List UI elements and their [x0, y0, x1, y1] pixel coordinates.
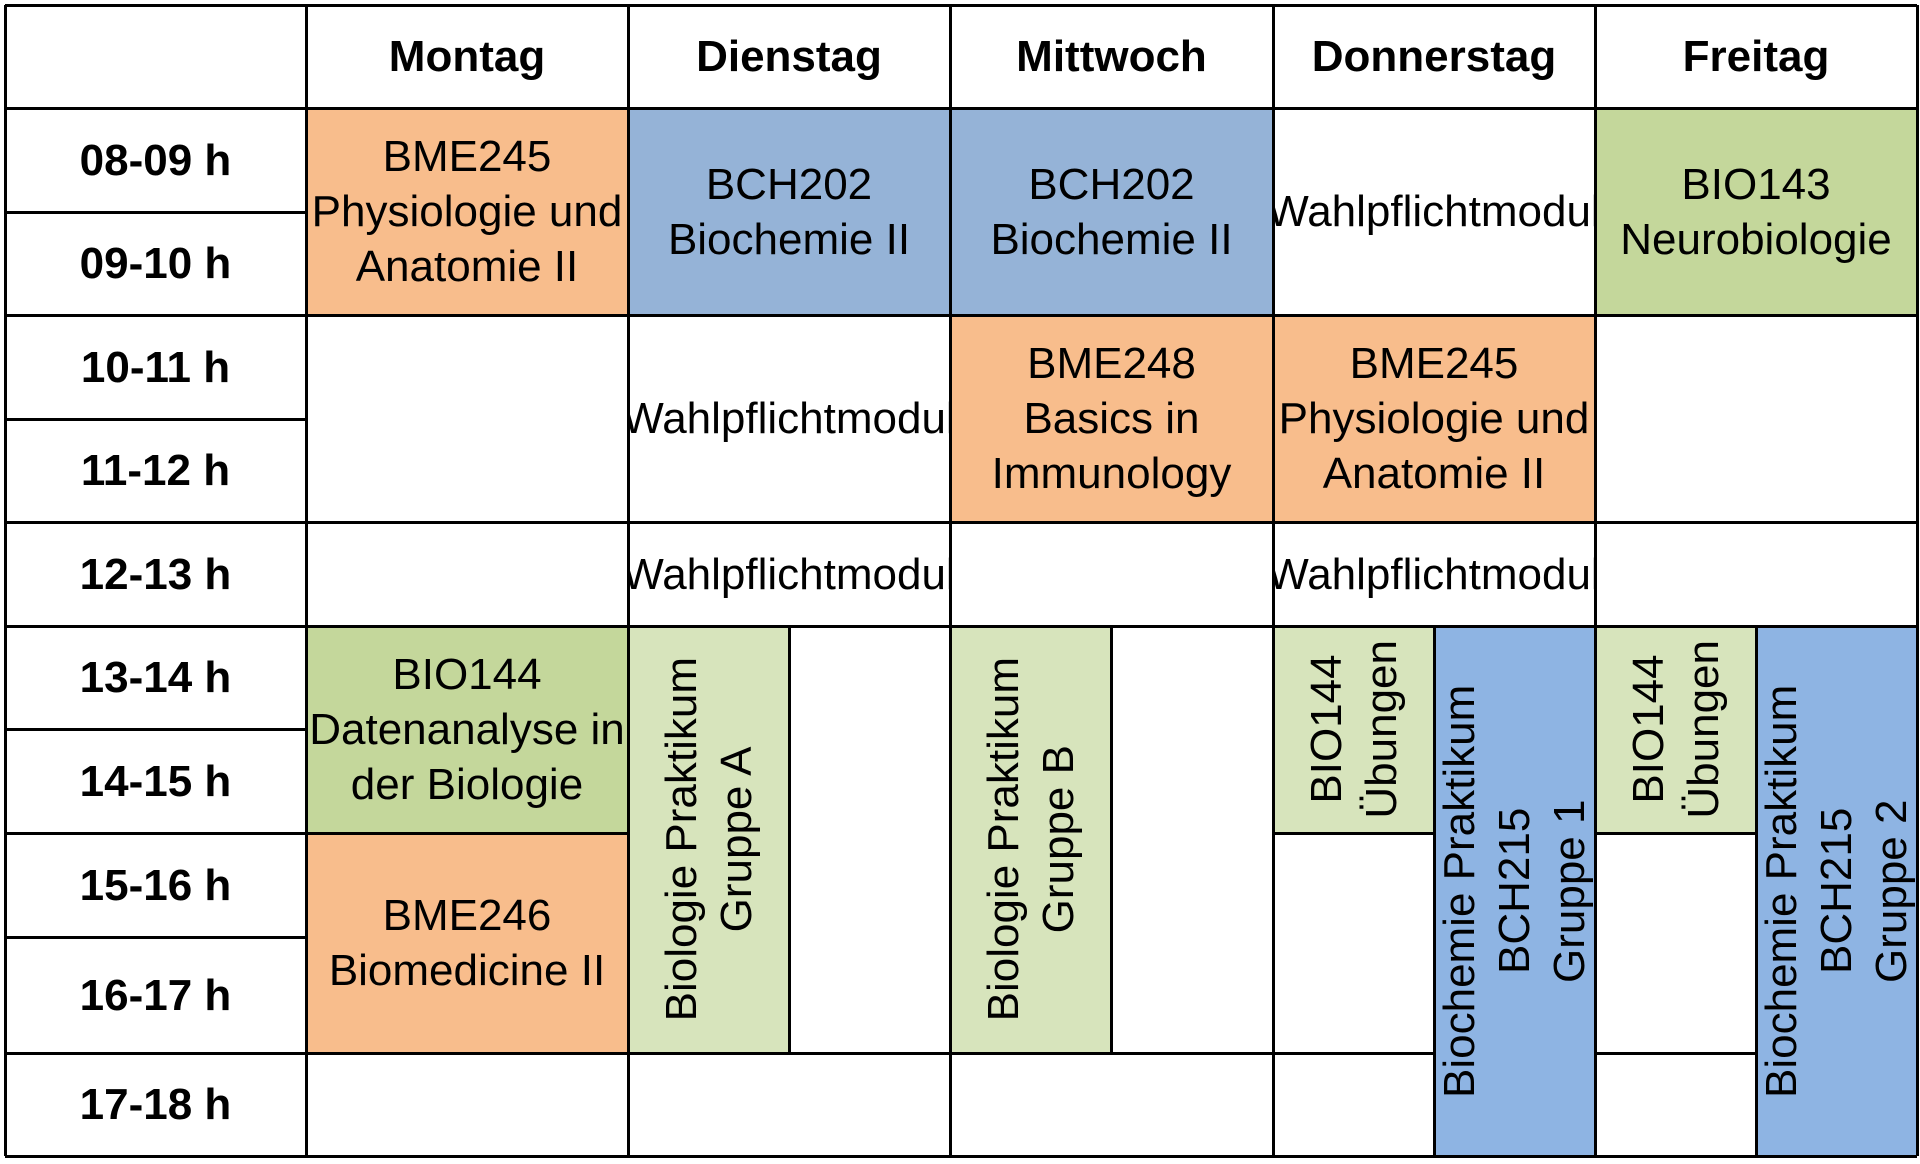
time-label-6: 13-14 h [5, 626, 306, 729]
course-block-13: Biologie Praktikum Gruppe A [628, 626, 789, 1053]
course-block-17-label: BIO144 Übungen [1623, 640, 1728, 819]
course-block-12-label: BME246 Biomedicine II [328, 891, 606, 995]
course-block-2: BCH202 Biochemie II [628, 108, 950, 315]
course-block-13-label: Biologie Praktikum Gruppe A [656, 657, 761, 1022]
course-block-8-label: BME245 Physiologie und Anatomie II [1278, 339, 1590, 498]
time-label-1: 08-09 h [5, 108, 306, 212]
course-block-3-label: BCH202 Biochemie II [990, 159, 1233, 264]
day-header-3-label: Mittwoch [1016, 32, 1207, 81]
day-header-1: Montag [306, 5, 628, 108]
course-block-5: BIO143 Neurobiologie [1595, 108, 1917, 315]
time-label-5: 12-13 h [5, 522, 306, 626]
day-header-2: Dienstag [628, 5, 950, 108]
course-block-5-label: BIO143 Neurobiologie [1620, 159, 1892, 264]
day-header-5: Freitag [1595, 5, 1917, 108]
time-label-3: 10-11 h [5, 315, 306, 419]
time-label-9-label: 16-17 h [79, 970, 232, 1020]
course-block-10-label: Wahlpflichtmodul [1273, 549, 1595, 599]
day-header-4-label: Donnerstag [1311, 32, 1557, 81]
time-label-10: 17-18 h [5, 1053, 306, 1156]
time-label-8-label: 15-16 h [79, 860, 232, 910]
course-block-14: Biologie Praktikum Gruppe B [950, 626, 1111, 1053]
course-block-15-label: BIO144 Übungen [1301, 640, 1406, 819]
course-block-4: Wahlpflichtmodul [1273, 108, 1595, 315]
time-label-2-label: 09-10 h [79, 239, 232, 288]
course-block-4-label: Wahlpflichtmodul [1273, 187, 1595, 236]
course-block-7: BME248 Basics in Immunology [950, 315, 1273, 522]
time-label-2: 09-10 h [5, 212, 306, 315]
time-label-6-label: 13-14 h [79, 653, 232, 702]
course-block-6: Wahlpflichtmodul [628, 315, 950, 522]
course-block-16-label: Biochemie Praktikum BCH215 Gruppe 1 [1435, 684, 1594, 1098]
course-block-16: Biochemie Praktikum BCH215 Gruppe 1 [1434, 626, 1595, 1156]
time-label-10-label: 17-18 h [79, 1080, 232, 1129]
day-header-5-label: Freitag [1682, 32, 1830, 81]
course-block-1-label: BME245 Physiologie und Anatomie II [311, 132, 623, 291]
course-block-1: BME245 Physiologie und Anatomie II [306, 108, 628, 315]
time-label-7-label: 14-15 h [79, 756, 232, 806]
day-header-3: Mittwoch [950, 5, 1273, 108]
course-block-18-label: Biochemie Praktikum BCH215 Gruppe 2 [1757, 684, 1916, 1098]
course-block-15: BIO144 Übungen [1273, 626, 1434, 833]
time-label-4: 11-12 h [5, 419, 306, 522]
time-label-9: 16-17 h [5, 937, 306, 1053]
course-block-6-label: Wahlpflichtmodul [628, 394, 950, 443]
course-block-10: Wahlpflichtmodul [1273, 522, 1595, 626]
time-label-3-label: 10-11 h [80, 342, 231, 392]
time-label-8: 15-16 h [5, 833, 306, 937]
course-block-12: BME246 Biomedicine II [306, 833, 628, 1053]
course-block-3: BCH202 Biochemie II [950, 108, 1273, 315]
course-block-17: BIO144 Übungen [1595, 626, 1756, 833]
course-block-9: Wahlpflichtmodul [628, 522, 950, 626]
time-label-1-label: 08-09 h [79, 135, 232, 185]
course-block-7-label: BME248 Basics in Immunology [991, 339, 1232, 498]
day-header-1-label: Montag [388, 32, 546, 81]
time-label-5-label: 12-13 h [79, 549, 232, 599]
course-block-11-label: BIO144 Datenanalyse in der Biologie [309, 650, 625, 809]
course-block-2-label: BCH202 Biochemie II [667, 159, 911, 264]
course-block-14-label: Biologie Praktikum Gruppe B [978, 657, 1083, 1022]
course-block-8: BME245 Physiologie und Anatomie II [1273, 315, 1595, 522]
day-header-2-label: Dienstag [696, 32, 882, 81]
course-block-11: BIO144 Datenanalyse in der Biologie [306, 626, 628, 833]
course-block-18: Biochemie Praktikum BCH215 Gruppe 2 [1756, 626, 1917, 1156]
course-block-9-label: Wahlpflichtmodul [628, 549, 950, 599]
day-header-4: Donnerstag [1273, 5, 1595, 108]
time-label-4-label: 11-12 h [80, 446, 231, 495]
time-label-7: 14-15 h [5, 729, 306, 833]
